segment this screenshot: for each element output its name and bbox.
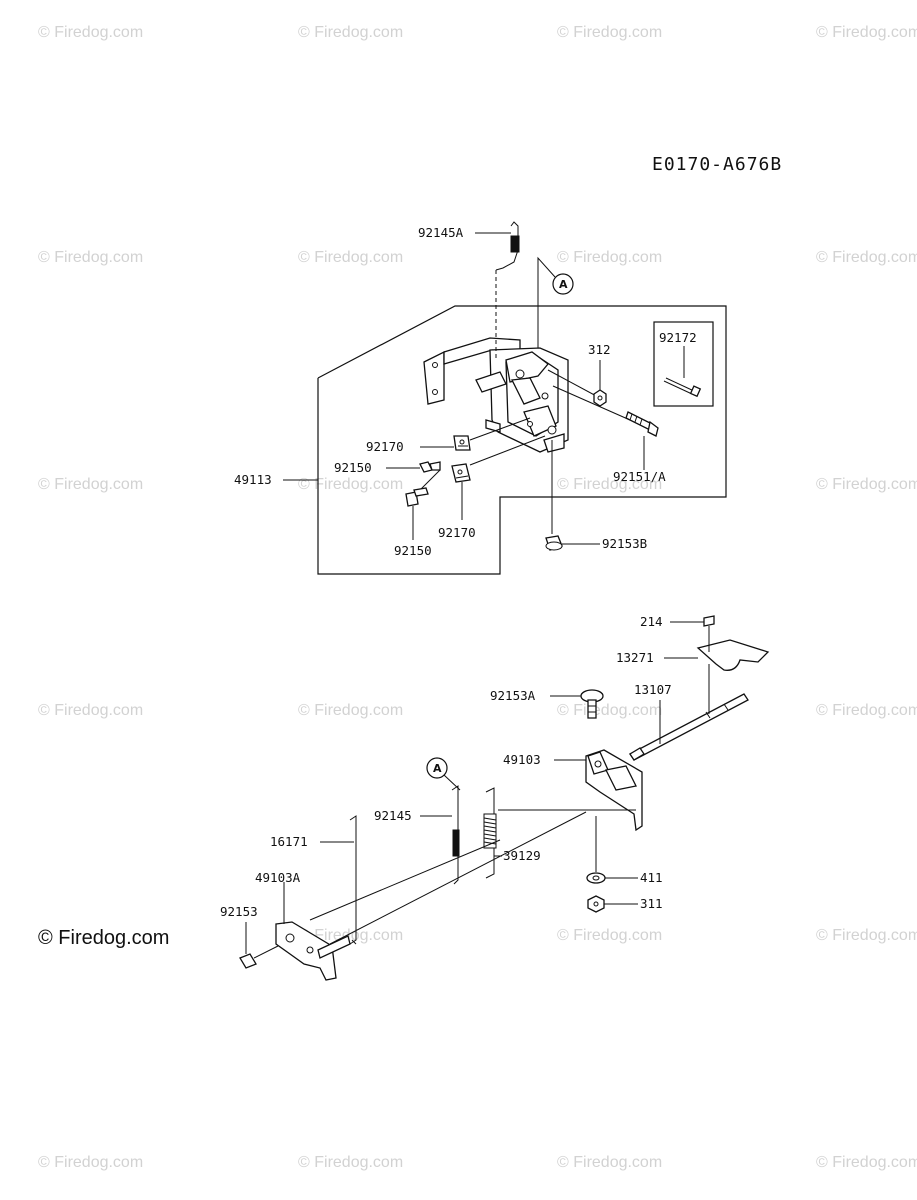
svg-text:A: A xyxy=(559,278,568,291)
part-label-92150-bottom: 92150 xyxy=(394,543,432,558)
diagram-code: E0170-A676B xyxy=(652,154,782,175)
ref-marker-a-top: A xyxy=(552,273,574,295)
watermark: © Firedog.com xyxy=(816,702,917,719)
lever-49103-icon xyxy=(585,749,643,832)
watermark: © Firedog.com xyxy=(816,927,917,944)
watermark: © Firedog.com xyxy=(557,702,662,719)
watermark: © Firedog.com xyxy=(298,24,403,41)
part-label-92153: 92153 xyxy=(220,904,258,919)
part-label-13107: 13107 xyxy=(634,682,672,697)
watermark: © Firedog.com xyxy=(38,476,143,493)
leader-line xyxy=(537,256,556,363)
leader-line xyxy=(552,385,631,421)
watermark: © Firedog.com xyxy=(38,702,143,719)
plate-13271-icon xyxy=(696,634,770,671)
watermark: © Firedog.com xyxy=(38,1154,143,1171)
part-label-312: 312 xyxy=(588,342,611,357)
rod-16171-icon xyxy=(349,815,357,945)
nut-312-icon xyxy=(593,389,607,407)
leader-line xyxy=(469,417,531,441)
bolt-214-icon xyxy=(703,615,715,634)
spring-92145A-icon xyxy=(495,221,520,271)
part-label-92145: 92145 xyxy=(374,808,412,823)
watermark: © Firedog.com xyxy=(298,476,403,493)
link-92145-icon xyxy=(451,785,460,885)
part-label-39129: 39129 xyxy=(503,848,541,863)
part-label-92145A: 92145A xyxy=(418,225,464,240)
clip-92170-top-icon xyxy=(453,435,471,451)
watermark: © Firedog.com xyxy=(38,249,143,266)
screw-92150-top-icon xyxy=(419,461,441,473)
part-label-13271: 13271 xyxy=(616,650,654,665)
part-label-92170-top: 92170 xyxy=(366,439,404,454)
part-label-49103A: 49103A xyxy=(255,870,301,885)
inset-label: 92172 xyxy=(659,330,697,345)
watermark: © Firedog.com xyxy=(557,476,662,493)
part-label-92153B: 92153B xyxy=(602,536,647,551)
ref-marker-a-bottom: A xyxy=(426,757,448,779)
bolt-92153B-icon xyxy=(545,535,563,551)
watermark: © Firedog.com xyxy=(816,249,917,266)
bolt-92153-icon xyxy=(239,945,279,969)
part-label-49113: 49113 xyxy=(234,472,272,487)
watermark: © Firedog.com xyxy=(557,24,662,41)
part-label-92170-bottom: 92170 xyxy=(438,525,476,540)
watermark: © Firedog.com xyxy=(298,1154,403,1171)
watermark: © Firedog.com xyxy=(816,24,917,41)
watermark: © Firedog.com xyxy=(298,249,403,266)
leader-line xyxy=(309,839,501,921)
nut-311-icon xyxy=(587,895,605,913)
part-label-92151A: 92151/A xyxy=(613,469,666,484)
watermark-main: © Firedog.com xyxy=(38,927,169,949)
watermark: © Firedog.com xyxy=(557,1154,662,1171)
watermark: © Firedog.com xyxy=(38,24,143,41)
part-label-311: 311 xyxy=(640,896,663,911)
leader-line xyxy=(469,435,546,466)
watermark-grid: © Firedog.com © Firedog.com © Firedog.co… xyxy=(38,24,917,1171)
svg-text:A: A xyxy=(433,762,442,775)
part-label-16171: 16171 xyxy=(270,834,308,849)
screw-92172-icon xyxy=(663,377,702,398)
lever-plate-49103A-icon xyxy=(275,921,351,981)
screw-92150-bottom-icon xyxy=(405,487,429,507)
part-label-411: 411 xyxy=(640,870,663,885)
inset-box-92172 xyxy=(653,321,714,407)
part-label-49103: 49103 xyxy=(503,752,541,767)
leader-line xyxy=(443,774,461,791)
control-bracket-49113-icon xyxy=(423,337,569,453)
washer-411-icon xyxy=(586,872,606,884)
watermark: © Firedog.com xyxy=(816,1154,917,1171)
leader-line xyxy=(329,811,587,945)
bolt-92151A-icon xyxy=(625,411,659,437)
part-label-92150-top: 92150 xyxy=(334,460,372,475)
assembly-frame-49113 xyxy=(317,305,727,575)
watermark: © Firedog.com xyxy=(557,927,662,944)
watermark: © Firedog.com xyxy=(557,249,662,266)
watermark: © Firedog.com xyxy=(298,702,403,719)
clip-92170-bottom-icon xyxy=(451,463,471,483)
watermark: © Firedog.com xyxy=(298,927,403,944)
part-label-92153A: 92153A xyxy=(490,688,536,703)
spring-39129-icon xyxy=(483,787,497,879)
leader-line xyxy=(547,369,601,399)
watermark: © Firedog.com xyxy=(816,476,917,493)
part-label-214: 214 xyxy=(640,614,663,629)
